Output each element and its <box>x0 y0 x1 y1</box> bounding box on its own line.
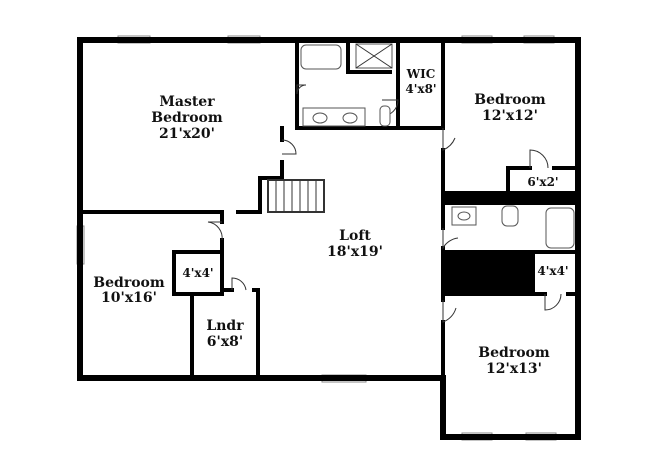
closet-e-size: 4'x4' <box>537 264 568 278</box>
fixtures <box>300 43 575 249</box>
bathtub-hall <box>545 207 575 249</box>
laundry-size: 6'x8' <box>207 334 243 350</box>
bedroom-se-name: Bedroom <box>478 345 550 361</box>
bedroom-w-name: Bedroom <box>93 275 165 291</box>
wic-size: 4'x8' <box>405 82 436 96</box>
toilet-master <box>379 105 391 127</box>
room-labels: Master Bedroom 21'x20' WIC 4'x8' Bedroom… <box>93 67 568 377</box>
wic-name: WIC <box>406 67 436 81</box>
master-bedroom-size: 21'x20' <box>159 126 215 142</box>
master-bedroom-name-2: Bedroom <box>151 110 223 126</box>
bedroom-ne-name: Bedroom <box>474 92 546 108</box>
laundry-name: Lndr <box>206 318 244 334</box>
bedroom-se-size: 12'x13' <box>486 361 542 377</box>
bedroom-ne-size: 12'x12' <box>482 108 538 124</box>
loft-size: 18'x19' <box>327 244 383 260</box>
toilet-hall <box>501 205 519 227</box>
closet-w-size: 4'x4' <box>182 266 213 280</box>
master-bedroom-name-1: Master <box>159 94 215 110</box>
closet-ne-size: 6'x2' <box>527 175 558 189</box>
exterior-walls <box>77 37 581 440</box>
interior-walls <box>78 38 580 380</box>
loft-name: Loft <box>339 228 371 244</box>
bedroom-w-size: 10'x16' <box>101 290 157 306</box>
bathtub-master <box>300 44 342 70</box>
